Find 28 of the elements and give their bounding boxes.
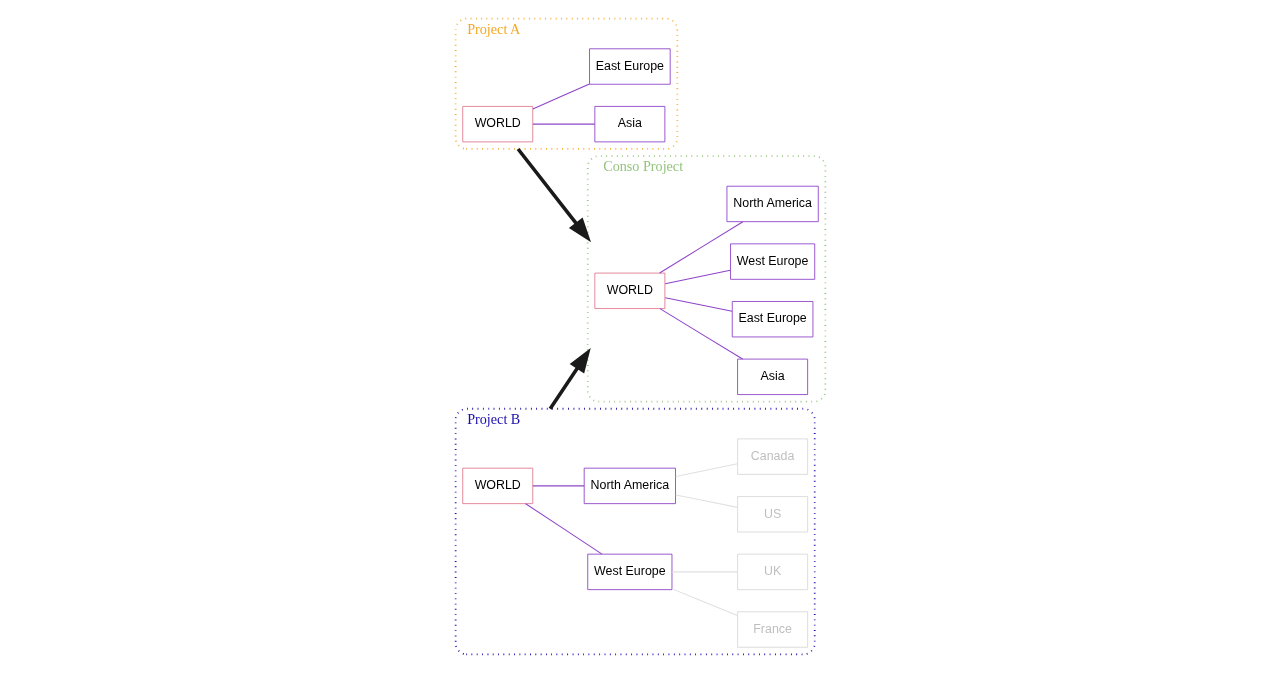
connector [524,503,603,555]
arrow [516,147,591,243]
connector [658,221,743,274]
connector [531,83,590,110]
connector [658,308,743,360]
connector [531,485,585,487]
node-box: UK [736,553,808,591]
connector [674,463,738,478]
node-box: Asia [593,105,665,143]
node-box: WORLD [461,467,533,505]
connector [664,297,733,312]
node-box: East Europe [588,48,671,85]
node-box: France [736,611,808,648]
node-box: WORLD [593,272,665,309]
node-box: WORLD [461,105,533,143]
node-box: North America [583,467,676,505]
connector [671,588,738,616]
node-box: West Europe [729,243,815,280]
node-box: Canada [736,438,808,475]
node-box: West Europe [586,553,672,591]
node-box: North America [726,185,819,223]
connector [664,269,731,285]
connector [531,123,595,125]
node-box: US [736,496,808,533]
node-box: Asia [736,358,808,395]
connector [674,494,738,508]
node-box: East Europe [731,301,813,338]
arrow [548,348,591,410]
